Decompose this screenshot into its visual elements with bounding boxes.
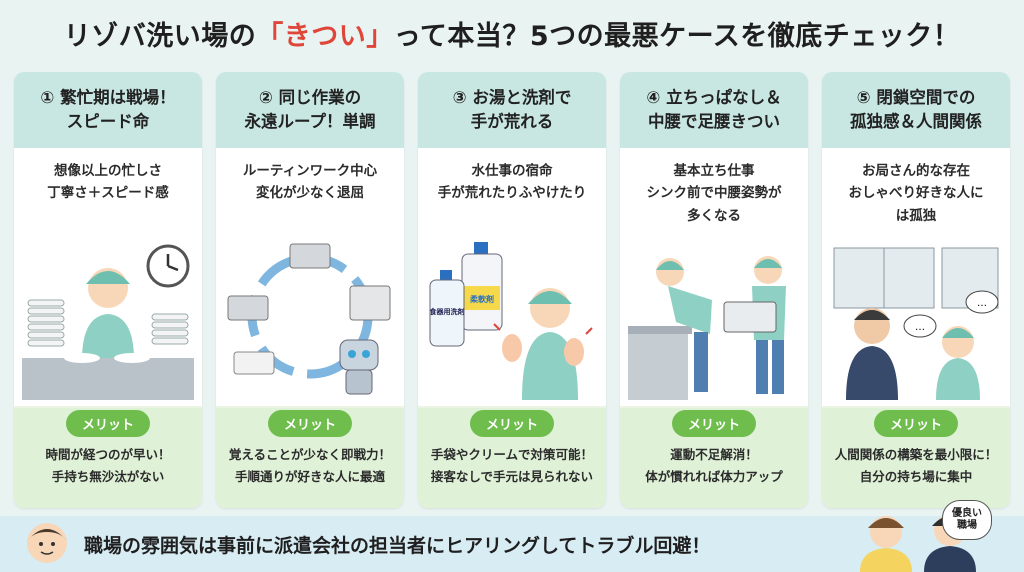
advisor-icon bbox=[27, 523, 67, 563]
card-heading-line: 中腰で足腰きつい bbox=[648, 112, 780, 131]
card-heading: ④ 立ちっぱなし＆ 中腰で足腰きつい bbox=[620, 72, 808, 148]
case-card-5: ⑤ 閉鎖空間での 孤独感＆人間関係 お局さん的な存在 おしゃべり好きな人に は孤… bbox=[822, 72, 1010, 508]
merit-text: 手袋やクリームで対策可能！ 接客なしで手元は見られない bbox=[418, 444, 606, 488]
page-title: リゾバ洗い場の 「きつい」 って本当？5つの最悪ケースを徹底チェック！ bbox=[0, 0, 1024, 66]
dish-stack-icon bbox=[27, 299, 189, 347]
card-desc-line: おしゃべり好きな人に bbox=[848, 185, 984, 202]
title-post: って本当？5つの最悪ケースを徹底チェック！ bbox=[393, 20, 961, 52]
card-description: 水仕事の宿命 手が荒れたりふやけたり bbox=[418, 160, 606, 205]
card-description: 基本立ち仕事 シンク前で中腰姿勢が 多くなる bbox=[620, 160, 808, 227]
svg-text:…: … bbox=[915, 322, 925, 333]
merit-text: 時間が経つのが早い！ 手持ち無沙汰がない bbox=[14, 444, 202, 488]
card-heading-line: スピード命 bbox=[66, 112, 150, 131]
speech-bubble-icon: … … bbox=[903, 290, 999, 338]
card-desc-line: 手が荒れたりふやけたり bbox=[437, 185, 587, 202]
card-desc-line: お局さん的な存在 bbox=[862, 163, 970, 179]
card-heading: ② 同じ作業の 永遠ループ！単調 bbox=[216, 72, 404, 148]
merit-line: 時間が経つのが早い！ bbox=[45, 447, 171, 462]
card-heading: ⑤ 閉鎖空間での 孤独感＆人間関係 bbox=[822, 72, 1010, 148]
merit-badge: メリット bbox=[671, 410, 757, 437]
dishwasher-icon bbox=[349, 285, 391, 321]
svg-text:…: … bbox=[977, 298, 987, 309]
card-description: お局さん的な存在 おしゃべり好きな人に は孤独 bbox=[822, 160, 1010, 227]
sink-icon bbox=[289, 243, 331, 269]
merit-line: 人間関係の構築を最小限に！ bbox=[834, 447, 998, 462]
staff-illustration bbox=[860, 514, 976, 572]
merit-badge: メリット bbox=[267, 410, 353, 437]
card-heading-line: 永遠ループ！単調 bbox=[244, 112, 376, 131]
case-card-4: ④ 立ちっぱなし＆ 中腰で足腰きつい 基本立ち仕事 シンク前で中腰姿勢が 多くな… bbox=[620, 72, 808, 508]
merit-line: 体が慣れれば体力アップ bbox=[645, 468, 783, 484]
card-heading-line: ① 繁忙期は戦場！ bbox=[40, 88, 176, 108]
card-desc-line: は孤独 bbox=[895, 207, 937, 224]
busy-kitchen-illustration bbox=[22, 244, 194, 400]
card-desc-line: 想像以上の忙しさ bbox=[54, 163, 162, 179]
robot-icon bbox=[339, 339, 379, 395]
routine-loop-illustration bbox=[227, 243, 391, 395]
standing-work-illustration bbox=[628, 256, 786, 400]
worker-icon bbox=[522, 288, 578, 400]
card-heading-line: 孤独感＆人間関係 bbox=[850, 112, 982, 131]
card-heading-line: ④ 立ちっぱなし＆ bbox=[646, 88, 782, 108]
detergent-bottle-icon: 柔軟剤 食器用洗剤 bbox=[429, 242, 503, 347]
card-desc-line: 基本立ち仕事 bbox=[673, 163, 755, 179]
card-desc-line: ルーティンワーク中心 bbox=[242, 163, 378, 179]
card-desc-line: シンク前で中腰姿勢が bbox=[646, 185, 782, 202]
card-desc-line: 多くなる bbox=[687, 207, 741, 224]
speech-bubble-icon: 優良い 職場 bbox=[942, 500, 992, 540]
card-description: 想像以上の忙しさ 丁寧さ＋スピード感 bbox=[14, 160, 202, 205]
coworker-icon bbox=[846, 308, 898, 400]
merit-text: 人間関係の構築を最小限に！ 自分の持ち場に集中 bbox=[822, 444, 1010, 488]
bubble-line: 職場 bbox=[957, 520, 977, 531]
bottom-banner bbox=[0, 516, 1024, 572]
card-heading-line: ② 同じ作業の bbox=[258, 88, 362, 108]
rough-hands-illustration: 柔軟剤 食器用洗剤 bbox=[429, 242, 593, 400]
isolation-illustration: … … bbox=[833, 247, 999, 400]
merit-badge: メリット bbox=[65, 410, 151, 437]
card-heading: ① 繁忙期は戦場！ スピード命 bbox=[14, 72, 202, 148]
bottom-tip: 職場の雰囲気は事前に派遣会社の担当者にヒアリングしてトラブル回避！ bbox=[84, 534, 711, 557]
card-desc-line: 水仕事の宿命 bbox=[471, 163, 553, 179]
worker-icon bbox=[82, 268, 134, 360]
sore-hands-icon bbox=[493, 323, 593, 366]
card-heading-line: ⑤ 閉鎖空間での bbox=[856, 88, 976, 108]
sink-icon bbox=[628, 330, 688, 400]
tray-icon bbox=[723, 301, 777, 333]
sink-icon bbox=[22, 358, 194, 400]
worker-icon bbox=[656, 258, 712, 392]
case-cards: ① 繁忙期は戦場！ スピード命 想像以上の忙しさ 丁寧さ＋スピード感 bbox=[14, 72, 1010, 508]
title-pre: リゾバ洗い場の bbox=[63, 20, 257, 52]
case-card-2: ② 同じ作業の 永遠ループ！単調 ルーティンワーク中心 変化が少なく退屈 メリッ… bbox=[216, 72, 404, 508]
card-heading-line: ③ お湯と洗剤で bbox=[452, 88, 572, 108]
worker-icon bbox=[860, 516, 912, 572]
card-description: ルーティンワーク中心 変化が少なく退屈 bbox=[216, 160, 404, 205]
title-accent: 「きつい」 bbox=[256, 20, 394, 52]
bottle-label: 柔軟剤 bbox=[469, 294, 494, 304]
merit-line: 運動不足解消！ bbox=[670, 447, 758, 462]
merit-line: 手順通りが好きな人に最適 bbox=[234, 468, 385, 484]
case-card-3: ③ お湯と洗剤で 手が荒れる 水仕事の宿命 手が荒れたりふやけたり 柔軟剤 食器… bbox=[418, 72, 606, 508]
clock-icon bbox=[146, 244, 190, 288]
merit-line: 自分の持ち場に集中 bbox=[859, 468, 973, 484]
case-card-1: ① 繁忙期は戦場！ スピード命 想像以上の忙しさ 丁寧さ＋スピード感 bbox=[14, 72, 202, 508]
card-heading: ③ お湯と洗剤で 手が荒れる bbox=[418, 72, 606, 148]
merit-line: 手袋やクリームで対策可能！ bbox=[430, 447, 594, 462]
card-heading-line: 手が荒れる bbox=[470, 112, 554, 131]
card-desc-line: 変化が少なく退屈 bbox=[256, 185, 364, 202]
merit-line: 覚えることが少なく即戦力！ bbox=[228, 447, 392, 462]
card-desc-line: 丁寧さ＋スピード感 bbox=[47, 185, 169, 202]
bubble-line: 優良い bbox=[952, 507, 982, 519]
merit-badge: メリット bbox=[873, 410, 959, 437]
merit-text: 運動不足解消！ 体が慣れれば体力アップ bbox=[620, 444, 808, 488]
merit-badge: メリット bbox=[469, 410, 555, 437]
bottle-label: 食器用洗剤 bbox=[429, 307, 465, 316]
merit-line: 手持ち無沙汰がない bbox=[51, 468, 165, 484]
worker-icon bbox=[936, 326, 980, 400]
merit-line: 接客なしで手元は見られない bbox=[430, 468, 594, 484]
merit-text: 覚えることが少なく即戦力！ 手順通りが好きな人に最適 bbox=[216, 444, 404, 488]
